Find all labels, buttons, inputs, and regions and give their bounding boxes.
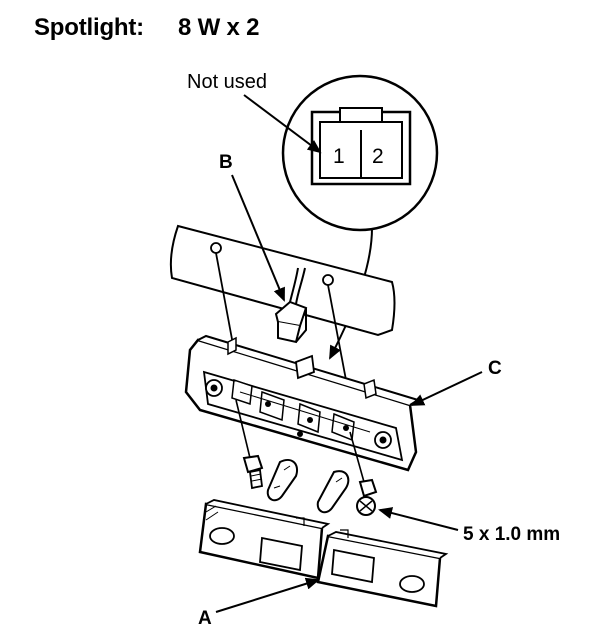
lens-left [198, 499, 331, 580]
title-label: Spotlight: [34, 14, 144, 41]
panel-hole [322, 274, 334, 286]
harness-connector [274, 300, 308, 344]
screw-spec-label: 5 x 1.0 mm [463, 524, 560, 545]
screw-left [242, 454, 264, 490]
title-spec: 8 W x 2 [177, 14, 260, 41]
callout-b-leader [231, 174, 285, 302]
not-used-label: Not used [187, 71, 267, 93]
bulb-left [266, 458, 298, 502]
page-title: Spotlight: 8 W x 2 [34, 14, 259, 42]
not-used-leader [243, 94, 322, 154]
screw-right [356, 478, 378, 516]
callout-a: A [198, 608, 212, 629]
headliner-panel [169, 224, 396, 344]
callout-a-leader [215, 577, 320, 613]
callout-c-leader [410, 371, 483, 406]
panel-hole [210, 242, 222, 254]
callout-c: C [488, 358, 502, 379]
connector-latch [339, 107, 383, 123]
pin-1-label: 1 [333, 145, 345, 168]
callout-b: B [219, 152, 233, 173]
bulb-right [316, 470, 350, 514]
lens-right [316, 529, 449, 608]
connector-detail: 1 2 Not used [187, 71, 439, 360]
screw-spec-leader [378, 507, 459, 531]
lamp-housing [184, 334, 421, 472]
pin-2-label: 2 [372, 145, 384, 168]
